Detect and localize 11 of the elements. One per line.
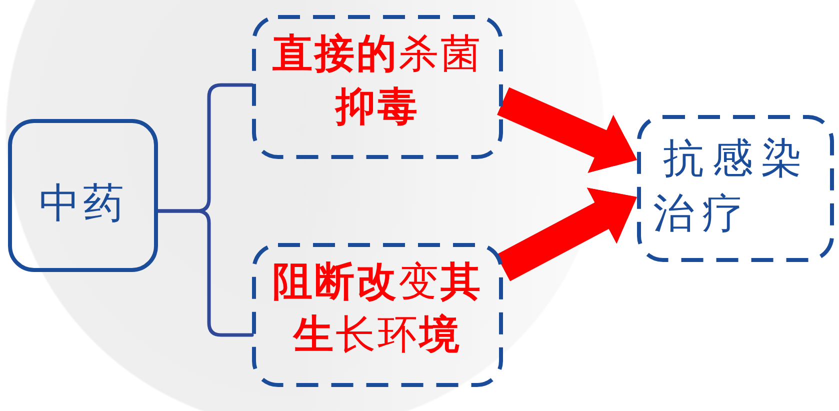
block-arrow: [496, 187, 637, 282]
box-label: 直接的杀菌抑毒: [272, 30, 484, 132]
dashed-rounded-box: [252, 243, 503, 387]
block-arrow: [496, 87, 637, 174]
brace-connector: [156, 209, 254, 337]
box-label: 中药: [38, 178, 128, 228]
box-label: 阻断改变其生长环境: [272, 258, 484, 360]
box-label: 抗感染治疗: [653, 132, 811, 238]
dashed-rounded-box: [637, 115, 834, 262]
dashed-rounded-box: [252, 15, 503, 159]
rounded-box: [8, 119, 158, 272]
